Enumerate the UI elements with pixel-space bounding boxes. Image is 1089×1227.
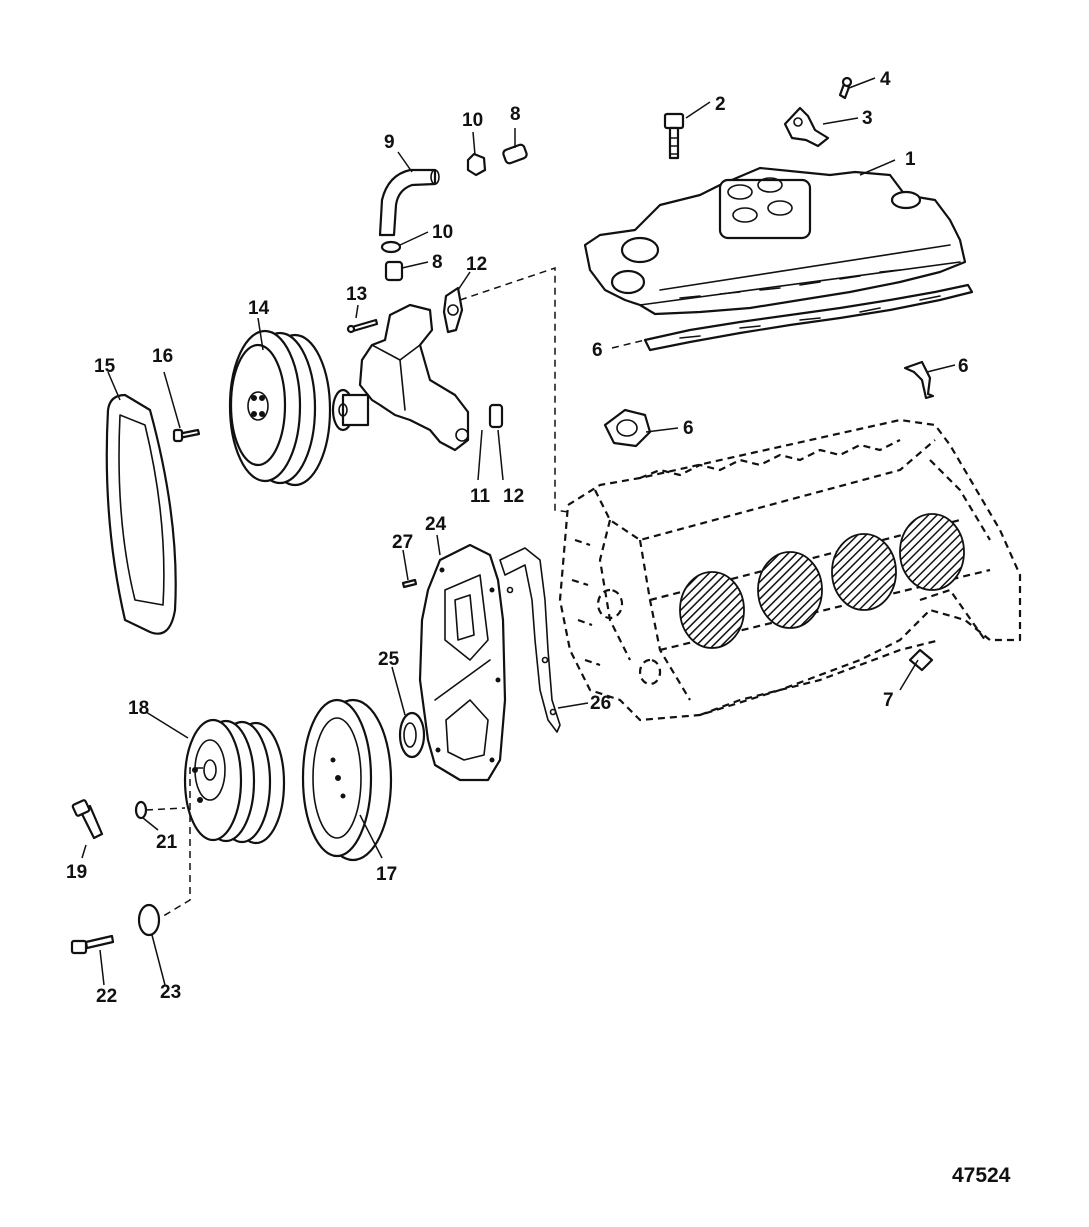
callout-6-gasket: 6 <box>592 340 603 361</box>
callout-10-lower: 10 <box>432 222 453 243</box>
callout-17: 17 <box>376 864 397 885</box>
callout-8-lower: 8 <box>432 252 443 273</box>
timing-cover-gasket-26 <box>499 547 561 733</box>
callout-2: 2 <box>715 94 726 115</box>
callout-12-upper: 12 <box>466 254 487 275</box>
alignment-centerlines <box>145 266 569 919</box>
harmonic-balancer-17 <box>301 698 393 862</box>
callout-18: 18 <box>128 698 149 719</box>
callout-15: 15 <box>94 356 116 377</box>
leader-lines <box>81 77 956 986</box>
intake-manifold <box>583 166 967 316</box>
water-passage-gasket <box>603 408 652 448</box>
callout-12-lower: 12 <box>503 486 524 507</box>
drive-belt-15 <box>105 393 177 635</box>
callout-10-upper: 10 <box>462 110 483 131</box>
callout-24: 24 <box>425 514 447 535</box>
oil-seal-25 <box>398 711 426 759</box>
callout-16: 16 <box>152 346 173 367</box>
fitting-8-upper <box>502 143 528 165</box>
callout-22: 22 <box>96 986 117 1007</box>
callout-7: 7 <box>883 690 894 711</box>
water-pump-pulley-14 <box>228 329 332 487</box>
callout-23: 23 <box>160 982 181 1003</box>
bolt-22 <box>70 934 115 955</box>
fitting-8-lower <box>384 260 404 282</box>
figure-reference-number: 47524 <box>952 1164 1011 1187</box>
hose-clamp-10-upper <box>466 152 487 177</box>
bypass-hose-9 <box>378 168 440 237</box>
callout-27: 27 <box>392 532 413 553</box>
callout-14: 14 <box>248 298 270 319</box>
callout-8-upper: 8 <box>510 104 521 125</box>
plug-7 <box>908 648 934 672</box>
callout-25: 25 <box>378 649 400 670</box>
crankshaft-pulley-18 <box>183 718 286 845</box>
callout-11: 11 <box>470 486 491 507</box>
intake-gasket <box>643 283 974 352</box>
screw-27 <box>401 578 418 589</box>
callout-6-water-gasket: 6 <box>683 418 694 439</box>
callout-3: 3 <box>862 108 873 129</box>
water-pump-gasket-12-lower <box>488 403 504 429</box>
washer-23 <box>137 903 161 937</box>
callout-9: 9 <box>384 132 395 153</box>
callout-21: 21 <box>156 832 178 853</box>
screw-4 <box>838 76 853 100</box>
cylinder-bores <box>679 513 965 649</box>
callout-19: 19 <box>66 862 87 883</box>
hose-clamp-10-lower <box>380 240 402 254</box>
callout-labels: 1 2 3 4 6 6 6 7 8 8 9 10 10 11 12 12 13 … <box>66 69 969 1007</box>
end-seal-right <box>903 360 935 400</box>
washer-21 <box>134 800 148 820</box>
stud-bolt-2 <box>663 112 685 160</box>
callout-6-seal: 6 <box>958 356 969 377</box>
bolt-13 <box>346 318 379 334</box>
water-pump-gasket-12-upper <box>442 286 464 334</box>
timing-cover-24 <box>418 543 507 782</box>
bolt-19 <box>71 799 104 840</box>
callout-26: 26 <box>590 693 611 714</box>
callout-1: 1 <box>905 149 916 170</box>
water-pump-11 <box>331 303 470 452</box>
callout-4: 4 <box>880 69 891 90</box>
screw-16 <box>172 428 201 443</box>
lift-bracket-3 <box>783 106 830 148</box>
callout-13: 13 <box>346 284 367 305</box>
